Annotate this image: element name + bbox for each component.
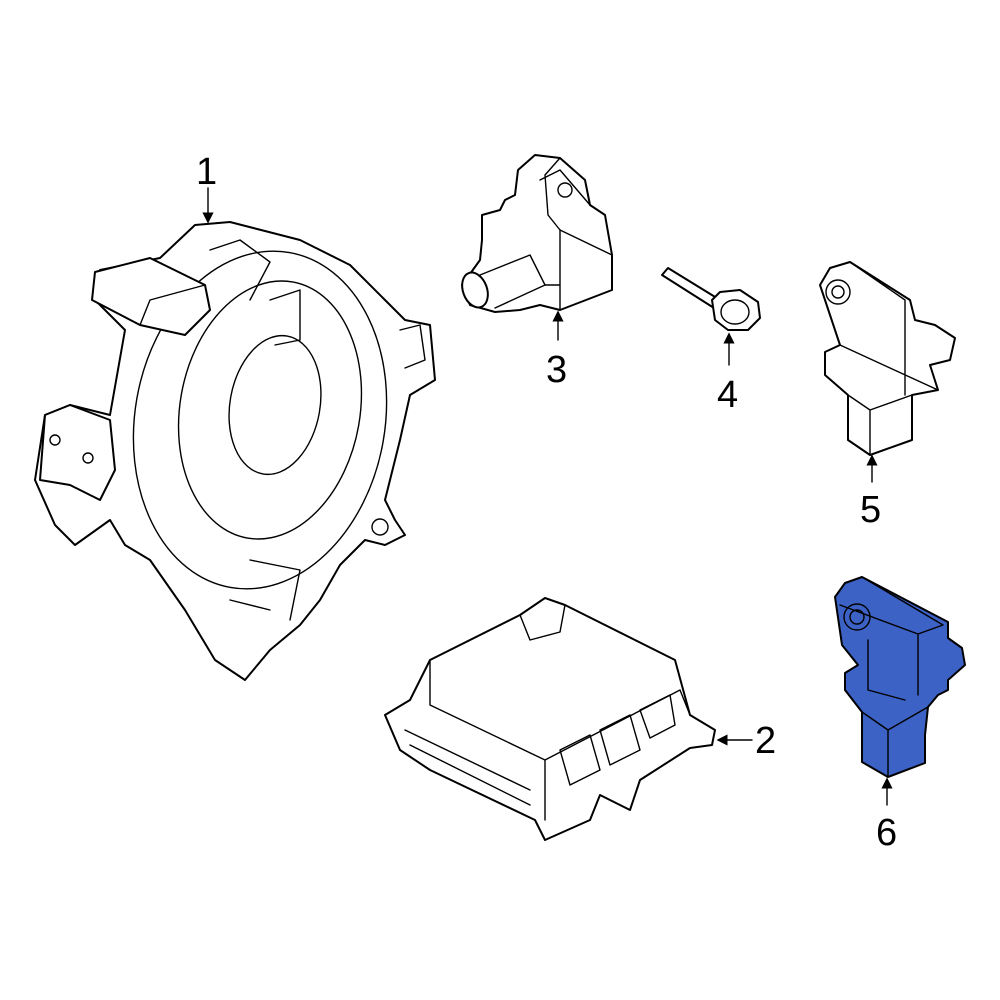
part-3-sensor[interactable] xyxy=(458,154,613,313)
part-5-sensor[interactable] xyxy=(819,261,956,456)
callout-2: 2 xyxy=(716,720,776,762)
callout-number: 3 xyxy=(546,349,567,391)
callout-number: 1 xyxy=(196,151,217,193)
part-2-control-module[interactable] xyxy=(384,597,716,841)
callout-number: 5 xyxy=(860,489,881,531)
callout-4: 4 xyxy=(717,332,738,416)
callout-number: 4 xyxy=(717,374,738,416)
callout-3: 3 xyxy=(546,310,567,391)
part-1-clock-spring[interactable] xyxy=(34,221,436,681)
callout-1: 1 xyxy=(196,151,217,224)
part-6-sensor-highlighted[interactable] xyxy=(834,576,966,778)
part-6-body[interactable] xyxy=(834,576,966,778)
callout-6: 6 xyxy=(876,777,897,854)
callout-number: 2 xyxy=(755,720,776,762)
callout-number: 6 xyxy=(876,812,897,854)
part-4-bolt[interactable] xyxy=(661,267,761,331)
callout-5: 5 xyxy=(860,454,881,531)
